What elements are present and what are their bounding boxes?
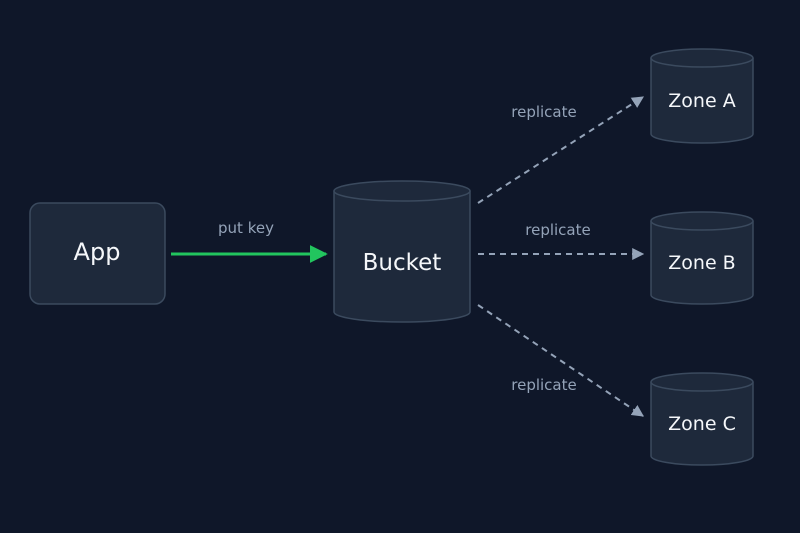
zone-a-label: Zone A [668,90,735,112]
bucket-cylinder-body [333,191,471,323]
zone-c-cylinder-top [650,372,754,392]
edge-label-put-key: put key [218,219,274,237]
node-zone-b: Zone B [650,211,754,305]
zone-c-label: Zone C [668,413,736,435]
edge-label-replicate-a: replicate [511,103,576,121]
app-box [29,202,166,305]
node-zone-c: Zone C [650,372,754,466]
node-zone-a: Zone A [650,48,754,144]
zone-b-label: Zone B [668,252,735,274]
edge-label-replicate-c: replicate [511,376,576,394]
zone-a-cylinder-top [650,48,754,68]
app-label: App [74,238,121,266]
node-app: App [29,202,166,305]
zone-b-cylinder-top [650,211,754,231]
zone-b-cylinder-body [650,221,754,305]
edge-bucket-to-zone-c [477,304,644,417]
zone-a-cylinder-body [650,58,754,144]
bucket-label: Bucket [363,250,442,276]
edges-layer: put key replicate replicate replicate [171,96,645,417]
zone-c-cylinder-body [650,382,754,466]
node-bucket: Bucket [333,180,471,323]
bucket-cylinder-top [333,180,471,202]
edge-label-replicate-b: replicate [525,221,590,239]
